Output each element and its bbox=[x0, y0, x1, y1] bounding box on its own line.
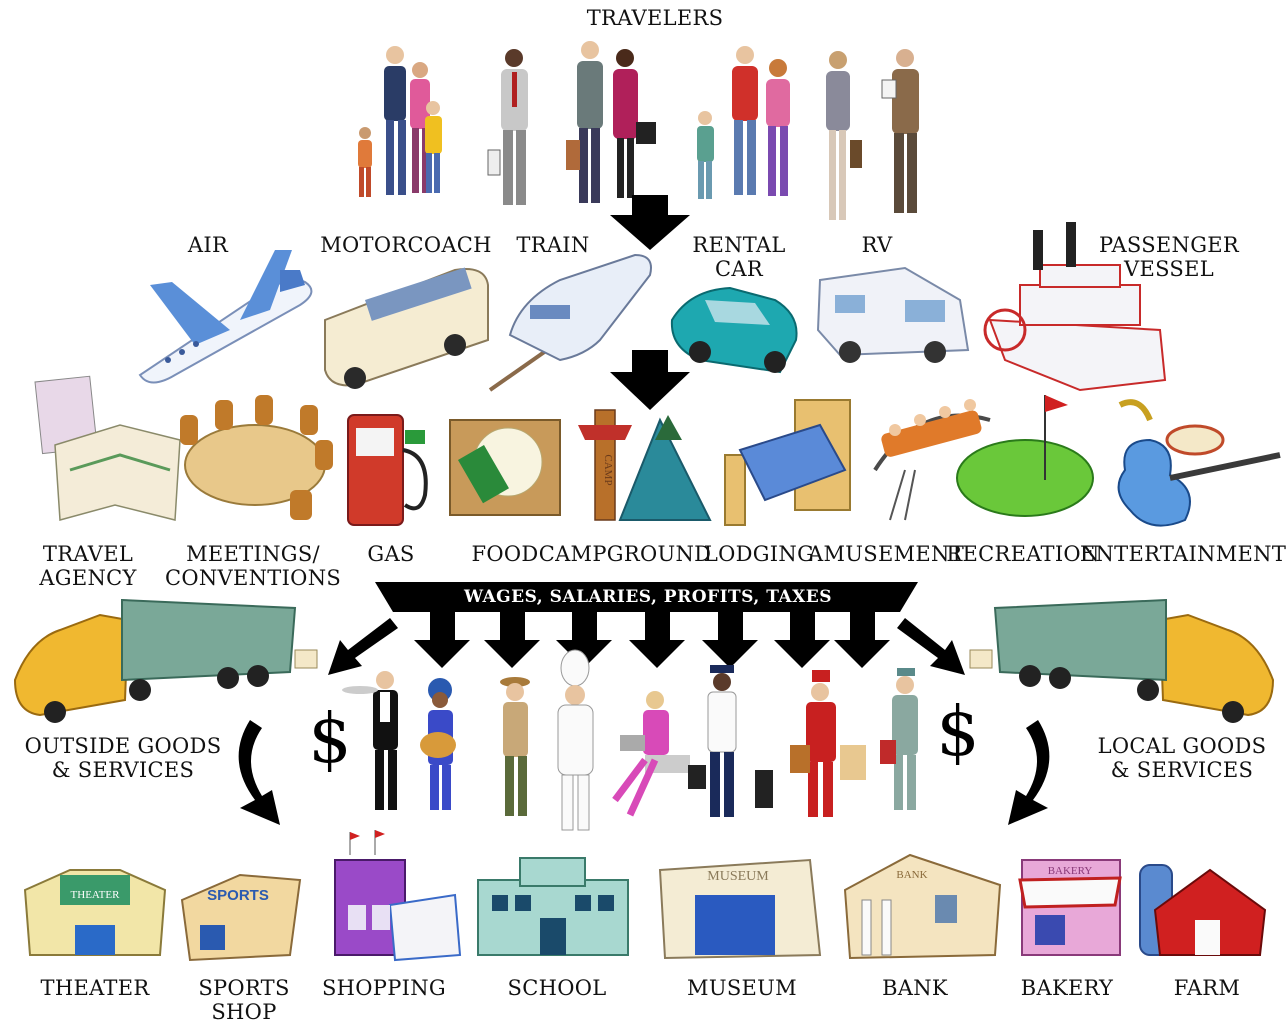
gas-pump-illustration bbox=[347, 414, 428, 526]
label-bank: BANK bbox=[882, 976, 948, 1000]
label-sports-shop-line1: SPORTS bbox=[198, 976, 290, 1000]
label-amusement: AMUSEMENT bbox=[808, 542, 964, 566]
arrow-transport-to-services bbox=[610, 350, 690, 410]
label-recreation: RECREATION bbox=[946, 542, 1100, 566]
label-sports-shop: SPORTS SHOP bbox=[198, 976, 289, 1023]
label-outside-goods-line2: & SERVICES bbox=[51, 758, 195, 782]
bakery-sign-text: BAKERY bbox=[1048, 865, 1093, 877]
label-air: AIR bbox=[187, 233, 229, 257]
label-gas: GAS bbox=[367, 542, 415, 566]
label-food: FOOD bbox=[471, 542, 539, 566]
bank-sign-text: BANK bbox=[896, 869, 927, 881]
label-rental-car: RENTAL CAR bbox=[692, 233, 785, 281]
musician-figure bbox=[420, 678, 456, 810]
sports-shop-building bbox=[180, 873, 302, 962]
curved-arrows bbox=[238, 720, 1050, 825]
label-motorcoach: MOTORCOACH bbox=[320, 233, 492, 257]
travel-agency-illustration bbox=[34, 375, 181, 521]
sports-sign-text: SPORTS bbox=[207, 887, 269, 904]
bellhop-figure bbox=[790, 670, 866, 817]
theater-building bbox=[23, 869, 167, 956]
entertainment-instruments-illustration bbox=[1117, 399, 1281, 527]
campground-illustration bbox=[578, 409, 712, 521]
label-outside-goods: OUTSIDE GOODS & SERVICES bbox=[25, 734, 222, 782]
waiter-figure bbox=[342, 671, 398, 810]
travelers-title: TRAVELERS bbox=[586, 6, 724, 30]
label-outside-goods-line1: OUTSIDE GOODS bbox=[24, 734, 222, 758]
theater-sign-text: THEATER bbox=[71, 889, 121, 901]
businesswoman-laptop-figure bbox=[612, 691, 690, 817]
label-local-goods-line1: LOCAL GOODS bbox=[1097, 734, 1267, 758]
attendant-figure bbox=[880, 668, 918, 810]
museum-sign-text: MUSEUM bbox=[707, 869, 769, 884]
label-passenger-vessel-line1: PASSENGER bbox=[1098, 233, 1240, 257]
recreation-golf-illustration bbox=[956, 395, 1094, 517]
label-school: SCHOOL bbox=[507, 976, 607, 1000]
label-bakery: BAKERY bbox=[1020, 976, 1114, 1000]
business-travelers-figures bbox=[826, 49, 919, 220]
airplane-illustration bbox=[138, 250, 313, 384]
label-passenger-vessel: PASSENGER VESSEL bbox=[1099, 233, 1239, 281]
label-lodging: LODGING bbox=[703, 542, 815, 566]
label-local-goods-line2: & SERVICES bbox=[1110, 758, 1254, 782]
train-illustration bbox=[488, 253, 652, 392]
dollar-sign-left: $ bbox=[308, 700, 351, 779]
label-farm: FARM bbox=[1173, 976, 1241, 1000]
bank-building bbox=[843, 853, 1002, 960]
pilot-figure bbox=[688, 665, 773, 817]
wages-banner-text: WAGES, SALARIES, PROFITS, TAXES bbox=[463, 587, 833, 607]
farm-building bbox=[1139, 864, 1267, 956]
label-theater: THEATER bbox=[40, 976, 150, 1000]
rv-illustration bbox=[816, 266, 970, 363]
motorcoach-illustration bbox=[324, 267, 489, 389]
wages-funnel-banner bbox=[328, 582, 965, 675]
travelers-illustration bbox=[358, 41, 919, 220]
label-local-goods: LOCAL GOODS & SERVICES bbox=[1098, 734, 1267, 782]
label-meetings-line2: CONVENTIONS bbox=[164, 566, 342, 590]
couple-figures bbox=[566, 41, 656, 203]
label-meetings-conventions: MEETINGS/ CONVENTIONS bbox=[165, 542, 341, 590]
rental-car-illustration bbox=[670, 286, 798, 374]
family-walking-figures bbox=[697, 46, 790, 199]
label-campground: CAMPGROUND bbox=[538, 542, 712, 566]
family-figures bbox=[358, 46, 442, 197]
label-museum: MUSEUM bbox=[687, 976, 797, 1000]
label-rental-car-line2: CAR bbox=[715, 257, 763, 281]
label-sports-shop-line2: SHOP bbox=[211, 1000, 277, 1023]
label-travel-agency-line1: TRAVEL bbox=[42, 542, 134, 566]
dollar-sign-right: $ bbox=[936, 693, 979, 772]
arrow-travelers-to-transport bbox=[610, 195, 690, 250]
label-travel-agency: TRAVEL AGENCY bbox=[39, 542, 136, 590]
label-passenger-vessel-line2: VESSEL bbox=[1124, 257, 1214, 281]
workers-illustration bbox=[342, 649, 918, 831]
label-entertainment: ENTERTAINMENT bbox=[1079, 542, 1287, 566]
label-rv: RV bbox=[861, 233, 893, 257]
label-train: TRAIN bbox=[516, 233, 590, 257]
outside-goods-truck-illustration bbox=[13, 598, 318, 723]
label-travel-agency-line2: AGENCY bbox=[39, 566, 137, 590]
school-building bbox=[477, 857, 629, 956]
businessman-figure bbox=[487, 49, 528, 205]
chef-figure bbox=[557, 649, 594, 831]
shopping-building bbox=[334, 830, 462, 962]
label-shopping: SHOPPING bbox=[321, 976, 447, 1000]
amusement-coaster-illustration bbox=[873, 399, 991, 521]
ranger-figure bbox=[500, 677, 530, 816]
passenger-vessel-illustration bbox=[983, 222, 1167, 392]
label-meetings-line1: MEETINGS/ bbox=[186, 542, 320, 566]
bakery-building bbox=[1018, 859, 1122, 956]
local-goods-truck-illustration bbox=[969, 598, 1275, 723]
meetings-table-illustration bbox=[180, 395, 333, 520]
museum-building bbox=[658, 858, 822, 960]
lodging-bed-illustration bbox=[724, 399, 851, 526]
label-rental-car-line1: RENTAL bbox=[692, 233, 786, 257]
food-plate-illustration bbox=[449, 419, 561, 516]
camp-sign-text: CAMP bbox=[602, 454, 614, 485]
